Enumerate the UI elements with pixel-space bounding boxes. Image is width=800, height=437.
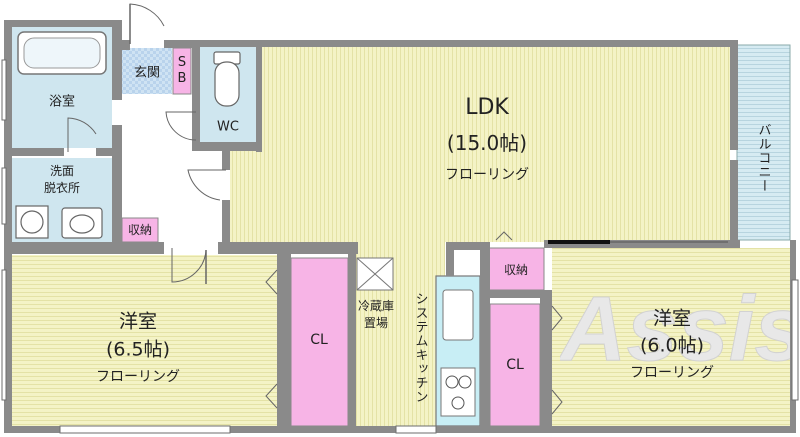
doors	[67, 3, 563, 415]
closet-b	[489, 303, 541, 427]
ldk-lower-floor	[230, 150, 730, 242]
western-room-a-size: (6.5帖)	[105, 338, 171, 361]
storage-mid-label: 収納	[503, 263, 529, 277]
western-room-b-size: (6.0帖)	[639, 334, 705, 357]
storage-small	[121, 217, 159, 243]
toilet-label: WC	[217, 119, 239, 135]
burner-1	[445, 375, 459, 389]
bath-label: 浴室	[48, 94, 76, 110]
fridge-label-line1: 冷蔵庫	[357, 299, 395, 313]
western-room-b-name: 洋室	[652, 307, 692, 330]
fridge-label-line2: 置場	[363, 316, 389, 330]
western-room-a-flooring: フローリング	[96, 369, 180, 385]
balcony-label: バルコニー	[755, 123, 771, 193]
shoebox-label: SB	[174, 55, 190, 87]
storage-small-label: 収納	[127, 223, 153, 237]
balcony-area	[736, 44, 791, 241]
entrance-label: 玄関	[133, 65, 161, 81]
storage-mid	[487, 247, 545, 291]
ldk-flooring: フローリング	[445, 167, 529, 183]
western-room-a-name: 洋室	[118, 310, 158, 333]
toilet-bowl	[214, 61, 240, 107]
burner-3	[451, 396, 465, 410]
wash-basin	[61, 207, 103, 239]
western-room-a-floor	[12, 255, 277, 427]
bathtub-inner	[23, 37, 101, 69]
western-room-b-floor	[552, 248, 792, 428]
windows	[1, 59, 799, 434]
ldk-size: (15.0帖)	[446, 131, 528, 155]
washing-drum	[20, 210, 44, 234]
kitchen-label: システムキッチン	[412, 292, 428, 404]
washroom-label-line2: 脱衣所	[43, 181, 81, 195]
western-room-b-flooring: フローリング	[630, 365, 714, 381]
washroom-label-line1: 洗面	[49, 164, 75, 178]
basin-bowl	[69, 214, 95, 234]
closet-a-label: CL	[310, 332, 328, 348]
ldk-name: LDK	[465, 95, 509, 120]
burner-2	[458, 375, 472, 389]
cooktop	[440, 367, 476, 417]
closet-b-label: CL	[506, 357, 524, 373]
kitchen-sink	[442, 289, 474, 341]
entrance-floor	[122, 48, 172, 94]
